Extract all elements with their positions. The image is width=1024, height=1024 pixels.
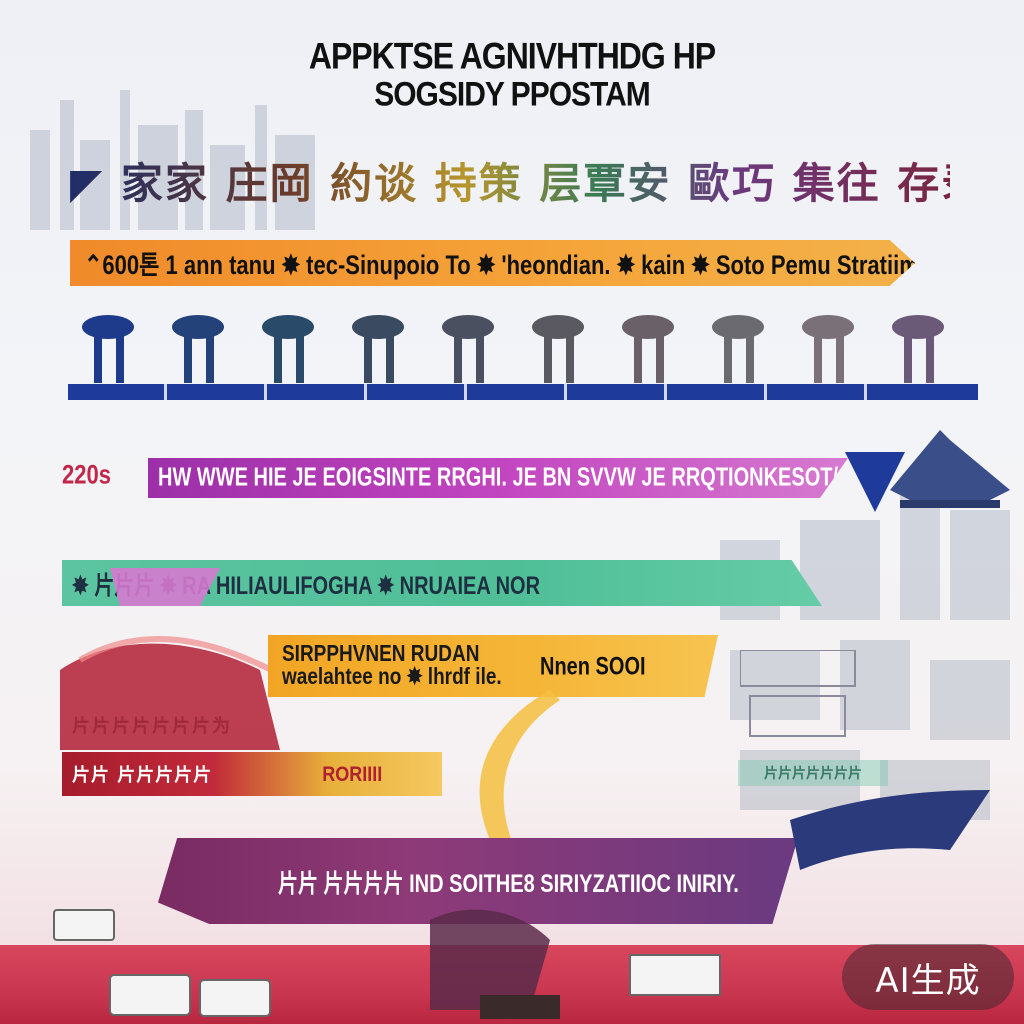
skyline-silhouette-left xyxy=(30,90,315,230)
yellow-ribbon-tag: Nnen SOOI xyxy=(540,653,646,681)
people-figures-row xyxy=(82,315,944,383)
yellow-ribbon-banner: SIRPPHVNEN RUDAN waelahtee no ✸ lhrdf il… xyxy=(268,635,718,697)
ai-generated-badge: AI生成 xyxy=(842,944,1014,1010)
figure-silhouette xyxy=(802,315,854,383)
orange-ribbon-banner: ⌃600톤 1 ann tanu ✸ tec-Sinupoio To ✸ 'he… xyxy=(70,240,915,286)
side-year-label: 220ѕ xyxy=(62,459,111,490)
yellow-ribbon-line-2: waelahtee no ✸ lhrdf ile. xyxy=(282,664,502,690)
magenta-ribbon-text: HW WWE HIE JE EOIGSINTE RRGHI. JE BN SVV… xyxy=(158,463,848,492)
crimson-ribbon-text-left: 片片 片片片片片 xyxy=(72,765,213,786)
figure-silhouette xyxy=(352,315,404,383)
figure-silhouette xyxy=(262,315,314,383)
orange-ribbon-text: ⌃600톤 1 ann tanu ✸ tec-Sinupoio To ✸ 'he… xyxy=(84,249,915,280)
figure-silhouette xyxy=(532,315,584,383)
timeline-tick-marks xyxy=(164,384,867,400)
crimson-ribbon-text-right: RORIIII xyxy=(322,761,383,786)
building-sign-icon xyxy=(740,650,856,737)
navy-chevron-icon xyxy=(845,452,905,512)
figure-silhouette xyxy=(712,315,764,383)
plum-ribbon-banner: 片片 片片片片 IND SOITHE8 SIRIYZATIIOC INIRIY. xyxy=(158,838,798,924)
navy-flag-shape xyxy=(790,790,990,870)
pink-flag-icon xyxy=(110,568,220,606)
figure-silhouette xyxy=(172,315,224,383)
figure-silhouette xyxy=(622,315,674,383)
figure-silhouette xyxy=(892,315,944,383)
green-sign-banner: 片片片片片片片 xyxy=(738,760,888,786)
page-title-line-1: APPKTSE AGNIVHTHDG HP xyxy=(308,35,716,77)
navy-timeline-bar xyxy=(68,384,978,400)
red-wave-shape xyxy=(60,636,292,750)
small-caption-label: 片片片片片片片为 xyxy=(72,716,232,737)
magenta-ribbon-banner: HW WWE HIE JE EOIGSINTE RRGHI. JE BN SVV… xyxy=(148,458,848,498)
page-title-line-2: SOGSIDY PPOSTAM xyxy=(374,75,651,114)
yellow-ribbon-line-1: SIRPPHVNEN RUDAN xyxy=(282,641,480,667)
plum-ribbon-text: 片片 片片片片 IND SOITHE8 SIRIYZATIIOC INIRIY. xyxy=(278,870,739,898)
yellow-curve-shape xyxy=(479,690,560,860)
machine-silhouettes xyxy=(53,909,721,1019)
pagoda-roof-icon xyxy=(890,430,1010,508)
crimson-ribbon-banner: 片片 片片片片片 RORIIII xyxy=(62,752,442,796)
figure-silhouette xyxy=(442,315,494,383)
figure-silhouette xyxy=(82,315,134,383)
cjk-headline: ◤ 家家 庄岡 約谈 持策 层覃安 歐巧 集往 存录 xyxy=(70,150,950,206)
